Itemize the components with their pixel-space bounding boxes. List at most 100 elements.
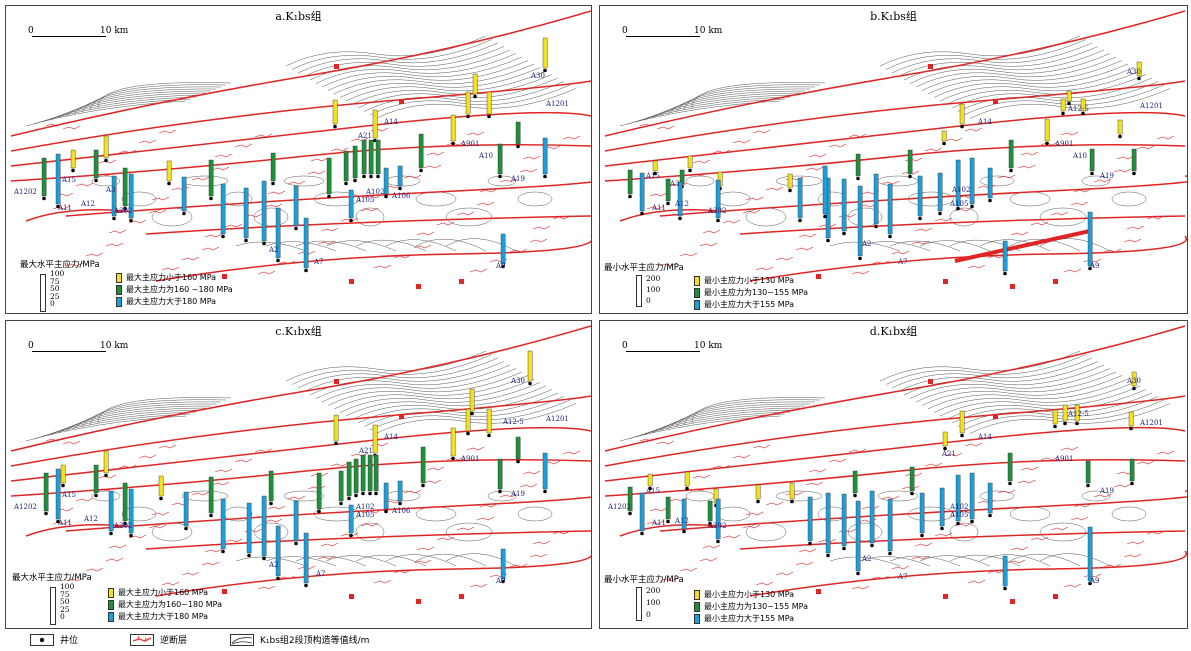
legend-title: 最大水平主应力/MPa <box>20 260 100 270</box>
stress-bar <box>348 189 354 219</box>
stress-bar <box>346 461 352 497</box>
stress-bar <box>955 159 961 207</box>
stress-bar <box>869 490 875 544</box>
stress-bar <box>887 498 893 552</box>
stress-bar <box>959 410 965 434</box>
well-dot <box>304 268 308 273</box>
stress-bar <box>857 185 863 257</box>
stress-bar <box>907 149 913 175</box>
well-dot <box>1088 581 1092 586</box>
well-dot <box>910 491 914 496</box>
stress-bar <box>681 498 687 530</box>
stress-bar <box>500 548 506 580</box>
well-dot <box>960 433 964 438</box>
well-label: A12-5 <box>1067 105 1089 113</box>
stress-bar <box>111 175 117 217</box>
well-dot <box>1086 483 1090 488</box>
stress-bar <box>959 103 965 125</box>
stress-bar <box>128 488 134 534</box>
well-dot <box>129 218 133 223</box>
stress-bar <box>987 167 993 199</box>
stress-bar <box>486 408 492 434</box>
stress-bar <box>1008 139 1014 169</box>
well-dot <box>708 521 712 526</box>
stress-bar <box>41 157 47 197</box>
well-dot <box>940 526 944 531</box>
well-dot <box>666 201 670 206</box>
well-dot <box>451 141 455 146</box>
well-dot <box>344 181 348 186</box>
well-dot <box>858 256 862 261</box>
stress-bar <box>293 185 299 227</box>
stress-bar <box>1052 409 1058 425</box>
well-dot <box>71 168 75 173</box>
well-dot <box>842 231 846 236</box>
legend-item-high: 最小主应力大于155 MPa <box>694 299 794 310</box>
well-dot <box>209 513 213 518</box>
well-dot <box>271 181 275 186</box>
well-dot <box>304 583 308 588</box>
well-label: A3 <box>669 180 680 188</box>
stress-bar <box>261 180 267 242</box>
stress-bar <box>60 464 66 484</box>
well-label: A14 <box>977 433 993 441</box>
well-dot <box>361 491 365 496</box>
stress-bar <box>942 431 948 447</box>
legend-item-low: 最小主应力小于130 MPa <box>694 589 794 600</box>
well-label: A12 <box>674 200 689 208</box>
stress-bar <box>158 475 164 497</box>
stress-bar <box>246 502 252 554</box>
well-dot <box>398 186 402 191</box>
well-dot <box>262 556 266 561</box>
stress-bar <box>208 476 214 514</box>
well-label: A106 <box>391 192 411 200</box>
well-dot <box>960 124 964 129</box>
well-label: A105 <box>949 511 968 519</box>
well-dot <box>94 493 98 498</box>
well-dot <box>790 499 794 504</box>
stress-bar <box>108 490 114 532</box>
well-label: A12-5 <box>502 418 524 426</box>
stress-bar <box>969 472 975 520</box>
stress-bar <box>1066 90 1072 102</box>
stress-bar <box>472 73 478 95</box>
well-dot <box>368 491 372 496</box>
well-label: A7 <box>313 258 324 266</box>
well-dot <box>123 521 127 526</box>
well-dot <box>653 171 657 176</box>
well-dot <box>920 533 924 538</box>
stress-bar <box>1087 526 1093 582</box>
well-label: A11 <box>57 519 72 527</box>
stress-bar <box>687 155 693 169</box>
well-dot <box>466 431 470 436</box>
well-label: A21 <box>358 447 373 455</box>
well-dot <box>628 194 632 199</box>
well-dot <box>1130 481 1134 486</box>
stress-bar <box>627 169 633 195</box>
stress-bar <box>268 470 274 502</box>
stress-bar <box>1060 98 1066 112</box>
stress-bar <box>450 427 456 457</box>
well-dot <box>104 473 108 478</box>
stress-bar <box>497 143 503 175</box>
well-dot <box>44 511 48 516</box>
well-dot <box>333 124 337 129</box>
stress-bar <box>919 492 925 534</box>
well-label: A14 <box>977 118 993 126</box>
stress-bar <box>1002 240 1008 272</box>
stress-bar <box>917 175 923 217</box>
well-dot <box>244 238 248 243</box>
well-dot <box>104 158 108 163</box>
stress-bar <box>93 149 99 179</box>
stress-bar <box>825 492 831 554</box>
stress-bar <box>715 179 721 219</box>
stress-bar <box>270 152 276 182</box>
well-dot <box>294 541 298 546</box>
well-dot <box>640 211 644 216</box>
